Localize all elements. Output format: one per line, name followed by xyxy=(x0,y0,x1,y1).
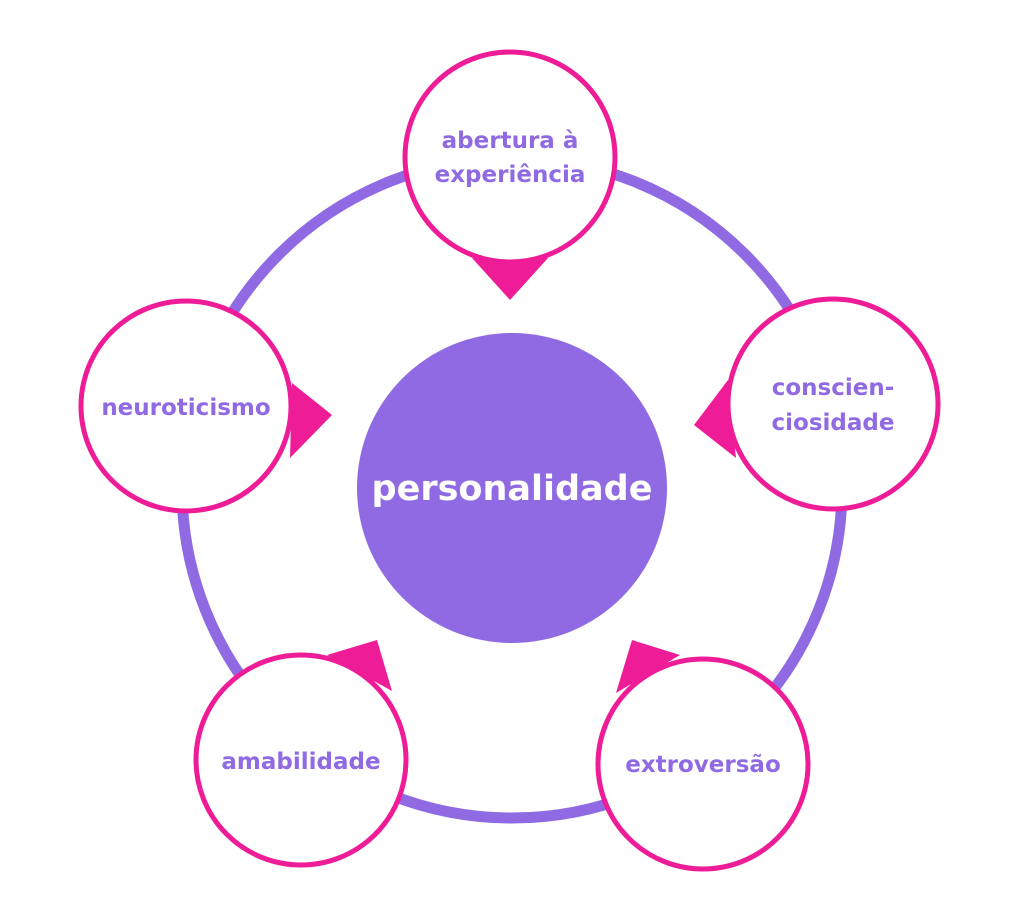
node-amabilidade-circle xyxy=(193,652,409,868)
node-conscienciosidade-label-line-2: ciosidade xyxy=(772,410,895,436)
node-extroversao: extroversão xyxy=(595,656,811,872)
pointer-extroversao xyxy=(616,640,680,693)
node-conscienciosidade-label-line-1: conscien- xyxy=(772,375,895,401)
node-neuroticismo-circle xyxy=(78,298,294,514)
node-neuroticismo-label: neuroticismo xyxy=(101,395,270,421)
pointer-conscienciosidade xyxy=(694,380,736,458)
node-conscienciosidade: conscien- ciosidade xyxy=(725,296,941,512)
node-abertura-circle xyxy=(402,49,618,265)
node-extroversao-label: extroversão xyxy=(625,752,781,778)
pointer-neuroticismo xyxy=(290,383,332,458)
node-amabilidade-label: amabilidade xyxy=(221,749,380,775)
center-circle xyxy=(357,333,667,643)
center-label: personalidade xyxy=(372,469,653,509)
pointers xyxy=(290,258,736,693)
node-abertura-label-line-1: abertura à xyxy=(442,128,579,154)
node-abertura-label-line-2: experiência xyxy=(435,162,586,188)
node-neuroticismo: neuroticismo xyxy=(78,298,294,514)
pointer-amabilidade xyxy=(327,640,392,691)
node-conscienciosidade-circle xyxy=(725,296,941,512)
node-amabilidade: amabilidade xyxy=(193,652,409,868)
pointer-abertura xyxy=(472,258,548,300)
node-abertura: abertura à experiência xyxy=(402,49,618,265)
node-extroversao-circle xyxy=(595,656,811,872)
